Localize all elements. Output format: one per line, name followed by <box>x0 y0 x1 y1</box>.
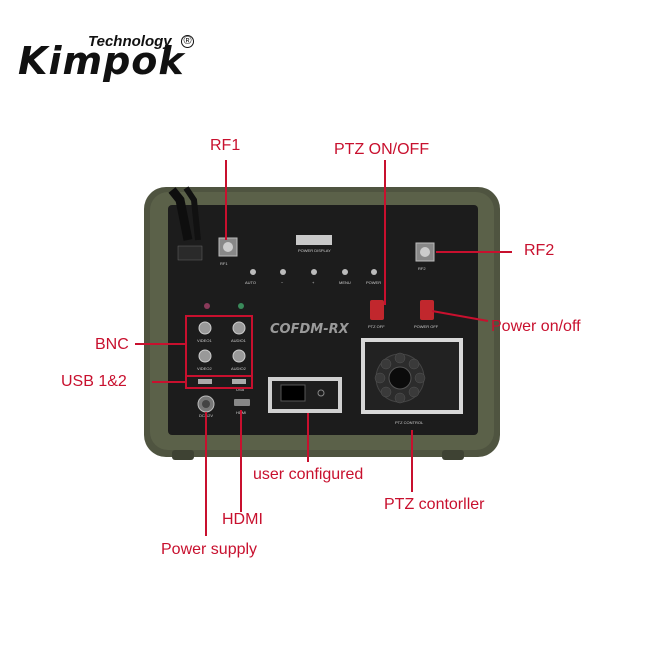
ptz-onoff-callout: PTZ ON/OFF <box>334 141 430 158</box>
rf1-connector-core <box>223 242 233 252</box>
ptz-joystick[interactable] <box>388 366 412 390</box>
ptz-key[interactable] <box>380 358 392 370</box>
rf2-panel-label: RF2 <box>418 266 426 271</box>
ptz-key[interactable] <box>408 358 420 370</box>
cable <box>168 187 193 241</box>
bnc-video1[interactable] <box>198 321 212 335</box>
case-foot <box>172 450 194 460</box>
brand-logo: Kimpok <box>18 39 185 83</box>
dc-power-core <box>202 400 210 408</box>
registered-mark: ® <box>181 35 194 48</box>
rf1-panel-label: RF1 <box>220 261 228 266</box>
bnc-video2[interactable] <box>198 349 212 363</box>
audio2-label: AUDIO2 <box>231 366 247 371</box>
plus-label: + <box>312 280 315 285</box>
ptz-controller-callout: PTZ contorller <box>384 496 485 513</box>
usb-port-1[interactable] <box>198 379 212 384</box>
ptz-key[interactable] <box>414 372 426 384</box>
ptz-key[interactable] <box>374 372 386 384</box>
power-onoff-switch[interactable] <box>420 300 434 320</box>
bnc-audio1[interactable] <box>232 321 246 335</box>
ptz-key[interactable] <box>380 386 392 398</box>
menu-label: MENU <box>339 280 351 285</box>
status-led <box>238 303 244 309</box>
auto-label: AUTO <box>245 280 256 285</box>
rf2-callout: RF2 <box>524 242 555 259</box>
ptz-key[interactable] <box>394 392 406 404</box>
auto-button[interactable] <box>250 269 256 275</box>
power-button[interactable] <box>371 269 377 275</box>
rf1-callout: RF1 <box>210 137 241 154</box>
ptz-control-label: PTZ CONTROL <box>395 420 424 425</box>
ptz-key[interactable] <box>394 352 406 364</box>
minus-button[interactable] <box>280 269 286 275</box>
user-configured-callout: user configured <box>253 466 364 483</box>
video2-label: VIDEO2 <box>197 366 212 371</box>
ptz-off-label: PTZ OFF <box>368 324 385 329</box>
rf2-connector-core <box>420 247 430 257</box>
bnc-callout: BNC <box>95 336 129 353</box>
ptz-key[interactable] <box>408 386 420 398</box>
plus-button[interactable] <box>311 269 317 275</box>
usb-port-2[interactable] <box>232 379 246 384</box>
power-display-screen <box>296 235 332 245</box>
case-foot <box>442 450 464 460</box>
hdmi-callout: HDMI <box>222 511 263 528</box>
ptz-onoff-switch[interactable] <box>370 300 384 320</box>
cable <box>183 186 201 241</box>
power-supply-callout: Power supply <box>161 541 258 558</box>
usb-callout: USB 1&2 <box>61 373 127 390</box>
power-display-label: POWER DISPLAY <box>298 248 331 253</box>
bnc-audio2[interactable] <box>232 349 246 363</box>
module-keypad[interactable] <box>317 389 325 397</box>
video1-label: VIDEO1 <box>197 338 212 343</box>
power-off-label: POWER OFF <box>414 324 439 329</box>
sticker <box>177 245 203 261</box>
module-screen <box>280 384 306 402</box>
hdmi-port[interactable] <box>234 399 250 406</box>
minus-label: − <box>281 280 284 285</box>
model-plate: COFDM-RX <box>270 322 350 337</box>
audio1-label: AUDIO1 <box>231 338 247 343</box>
power-label: POWER <box>366 280 381 285</box>
usb-panel-label: USB <box>236 387 245 392</box>
power-onoff-callout-line <box>431 310 489 322</box>
status-led <box>204 303 210 309</box>
menu-button[interactable] <box>342 269 348 275</box>
brand-tagline: Technology <box>88 33 172 50</box>
power-onoff-callout: Power on/off <box>491 318 581 335</box>
